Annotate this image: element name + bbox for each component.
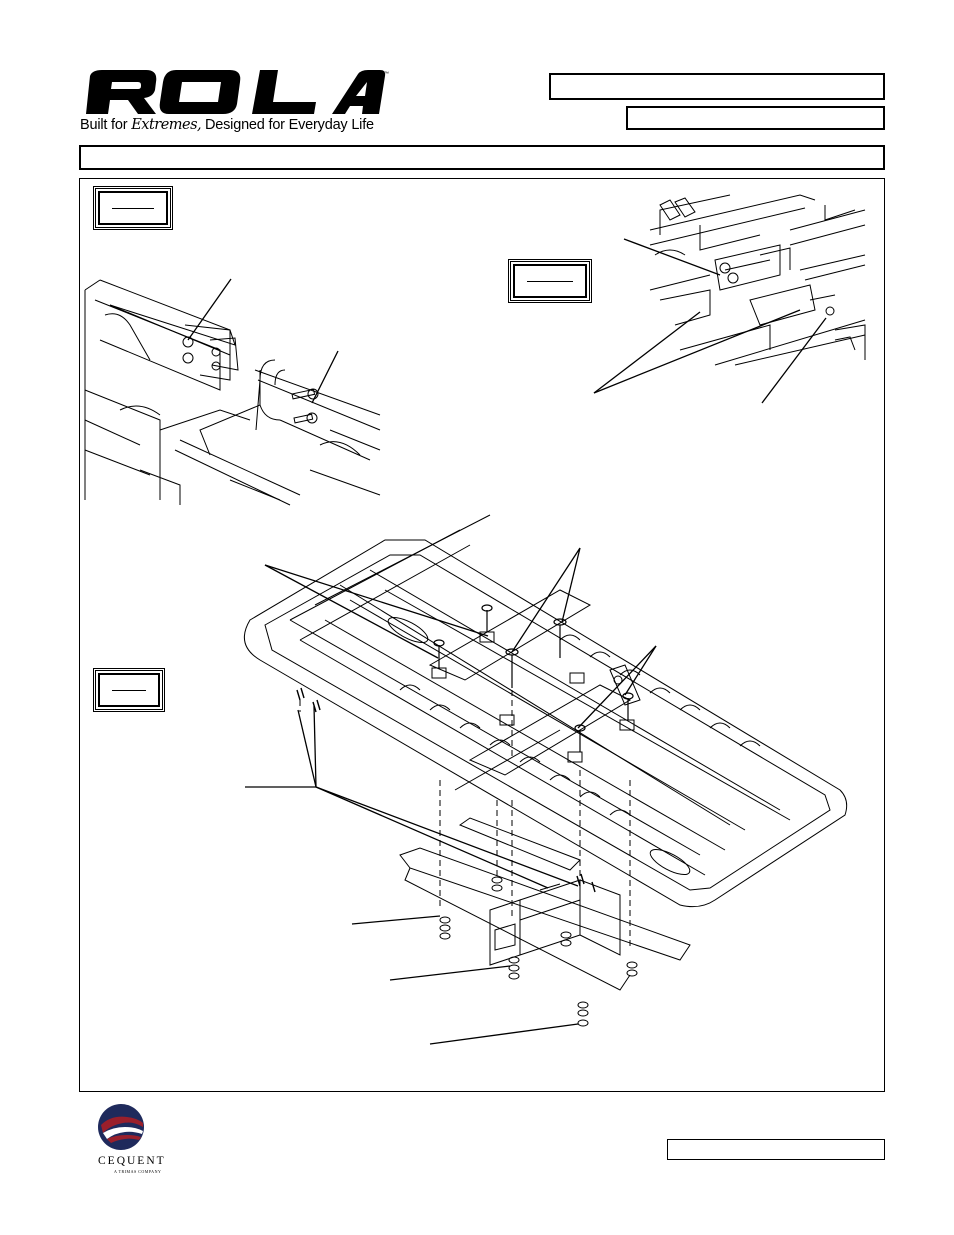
- figure-label-top-right: [508, 259, 592, 303]
- cequent-globe-icon: [98, 1104, 144, 1150]
- revision-field: [626, 106, 885, 130]
- brand-tagline: Built for Extremes, Designed for Everyda…: [80, 117, 374, 133]
- title-bar: [79, 145, 885, 170]
- document-number-field: [667, 1139, 885, 1160]
- svg-text:™: ™: [384, 71, 389, 77]
- figure-label-top-left: [93, 186, 173, 230]
- part-number-field: [549, 73, 885, 100]
- rola-logo-wordmark: ™: [86, 70, 389, 114]
- company-subtitle: A TRIMAS COMPANY: [114, 1169, 162, 1174]
- detail-drawing-right: [649, 194, 866, 366]
- assembly-diagram-frame: [79, 178, 885, 1092]
- figure-label-main: [93, 668, 165, 712]
- company-name: CEQUENT: [98, 1155, 166, 1167]
